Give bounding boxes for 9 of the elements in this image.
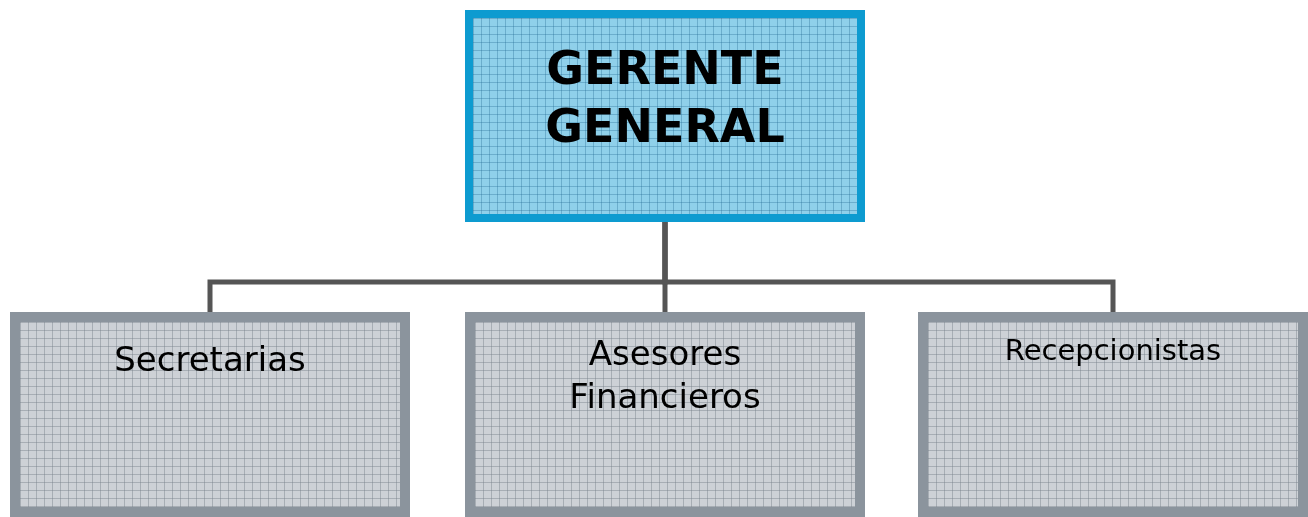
org-box [918,312,1308,517]
connector-line [662,222,1116,312]
box-title: GERENTE GENERAL [544,40,786,155]
box-title: Secretarias [114,338,306,381]
box-title: Recepcionistas [1004,332,1222,369]
box-title: Asesores Financieros [568,332,762,417]
org-box [10,312,410,517]
org-box [465,312,865,517]
org-box [465,10,865,222]
